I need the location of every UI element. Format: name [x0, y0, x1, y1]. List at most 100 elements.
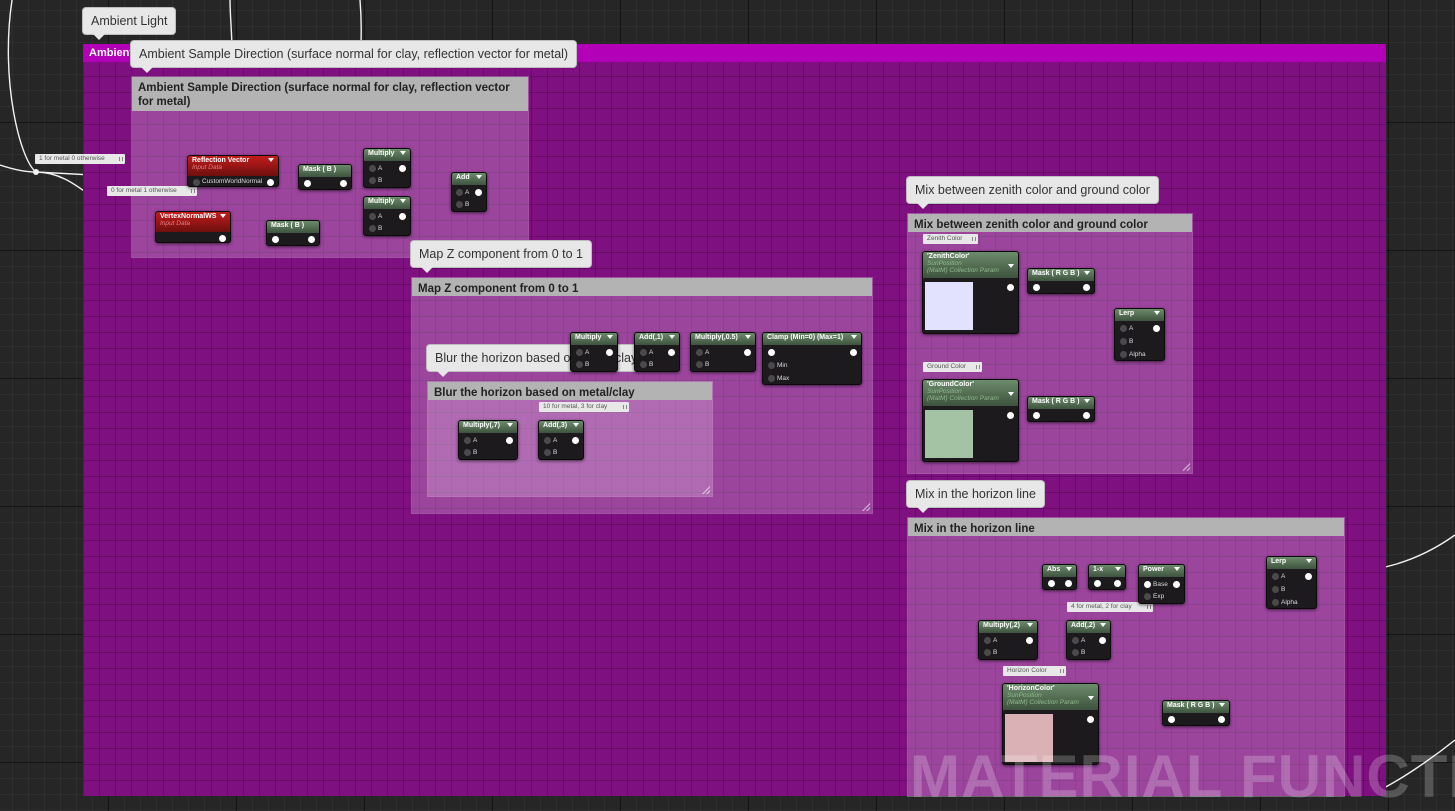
- output-pin[interactable]: [308, 236, 315, 243]
- ambient-light-bubble[interactable]: Ambient Light: [83, 8, 176, 40]
- chevron-down-icon[interactable]: [1066, 567, 1072, 571]
- zenith-color-param-node[interactable]: 'ZenithColor'SunPosition(MatM) Collectio…: [922, 251, 1019, 334]
- input-pin[interactable]: [984, 649, 991, 656]
- horizon-color-tag[interactable]: Horizon Color: [1003, 666, 1066, 676]
- input-pin[interactable]: [369, 225, 376, 232]
- input-pin[interactable]: [464, 449, 471, 456]
- output-pin[interactable]: [1305, 573, 1312, 580]
- input-pin[interactable]: [640, 349, 647, 356]
- chevron-down-icon[interactable]: [1306, 559, 1312, 563]
- resize-grip-icon[interactable]: [702, 486, 710, 494]
- mix-horizon-bubble[interactable]: Mix in the horizon line: [907, 481, 1044, 513]
- chevron-down-icon[interactable]: [669, 335, 675, 339]
- output-pin[interactable]: [744, 349, 751, 356]
- input-pin[interactable]: [1033, 412, 1040, 419]
- output-pin[interactable]: [850, 349, 857, 356]
- ground-color-param-node[interactable]: 'GroundColor'SunPosition(MatM) Collectio…: [922, 379, 1019, 462]
- output-pin[interactable]: [475, 189, 482, 196]
- add-2-node[interactable]: Add(,2) A B: [1066, 620, 1111, 660]
- four-for-metal-tag[interactable]: 4 for metal, 2 for clay: [1067, 602, 1153, 612]
- chevron-down-icon[interactable]: [1174, 567, 1180, 571]
- output-pin[interactable]: [219, 235, 226, 242]
- input-pin[interactable]: [1144, 581, 1151, 588]
- zenith-color-tag[interactable]: Zenith Color: [923, 234, 978, 244]
- output-pin[interactable]: [1218, 716, 1225, 723]
- resize-grip-icon[interactable]: [862, 503, 870, 511]
- input-pin[interactable]: [1033, 284, 1040, 291]
- mix-zenith-bubble[interactable]: Mix between zenith color and ground colo…: [907, 177, 1158, 209]
- multiply-7-node[interactable]: Multiply(,7) A B: [458, 420, 518, 460]
- output-pin[interactable]: [1099, 637, 1106, 644]
- input-pin[interactable]: [1072, 637, 1079, 644]
- multiply-node[interactable]: Multiply A B: [363, 148, 411, 188]
- output-pin[interactable]: [1087, 716, 1094, 723]
- chevron-down-icon[interactable]: [220, 214, 226, 218]
- input-pin[interactable]: [576, 349, 583, 356]
- output-pin[interactable]: [340, 180, 347, 187]
- input-pin[interactable]: [1272, 573, 1279, 580]
- chevron-down-icon[interactable]: [400, 151, 406, 155]
- horizon-color-param-node[interactable]: 'HorizonColor'SunPosition(MatM) Collecti…: [1002, 683, 1099, 765]
- input-pin[interactable]: [544, 449, 551, 456]
- chevron-down-icon[interactable]: [400, 199, 406, 203]
- input-pin[interactable]: [1120, 351, 1127, 358]
- output-pin[interactable]: [1083, 284, 1090, 291]
- output-pin[interactable]: [1007, 412, 1014, 419]
- mask-b-node[interactable]: Mask ( B ): [266, 220, 320, 246]
- chevron-down-icon[interactable]: [268, 158, 274, 162]
- add-node[interactable]: Add A B: [451, 172, 487, 212]
- metal-1-tag[interactable]: 0 for metal 1 otherwise: [107, 186, 197, 196]
- input-pin[interactable]: [304, 180, 311, 187]
- input-pin[interactable]: [193, 179, 200, 186]
- input-pin[interactable]: [456, 201, 463, 208]
- chevron-up-icon[interactable]: [1008, 392, 1014, 396]
- input-pin[interactable]: [696, 361, 703, 368]
- output-pin[interactable]: [399, 213, 406, 220]
- input-pin[interactable]: [984, 637, 991, 644]
- chevron-down-icon[interactable]: [851, 335, 857, 339]
- output-pin[interactable]: [572, 437, 579, 444]
- output-pin[interactable]: [606, 349, 613, 356]
- input-pin[interactable]: [768, 362, 775, 369]
- input-pin[interactable]: [369, 177, 376, 184]
- metal-0-tag[interactable]: 1 for metal 0 otherwise: [35, 154, 125, 164]
- chevron-down-icon[interactable]: [573, 423, 579, 427]
- chevron-down-icon[interactable]: [1084, 399, 1090, 403]
- output-pin[interactable]: [668, 349, 675, 356]
- multiply-node[interactable]: Multiply A B: [570, 332, 618, 372]
- multiply-node[interactable]: Multiply A B: [363, 196, 411, 236]
- input-pin[interactable]: [696, 349, 703, 356]
- multiply-2-node[interactable]: Multiply(,2) A B: [978, 620, 1038, 660]
- output-pin[interactable]: [1083, 412, 1090, 419]
- output-pin[interactable]: [399, 165, 406, 172]
- input-pin[interactable]: [464, 437, 471, 444]
- input-pin[interactable]: [1272, 599, 1279, 606]
- output-pin[interactable]: [267, 179, 274, 186]
- input-pin[interactable]: [1120, 338, 1127, 345]
- add-1-node[interactable]: Add(,1) A B: [634, 332, 680, 372]
- input-pin[interactable]: [1094, 580, 1101, 587]
- output-pin[interactable]: [1007, 284, 1014, 291]
- input-pin[interactable]: [544, 437, 551, 444]
- chevron-up-icon[interactable]: [1008, 264, 1014, 268]
- chevron-down-icon[interactable]: [1084, 271, 1090, 275]
- resize-grip-icon[interactable]: [1182, 463, 1190, 471]
- chevron-down-icon[interactable]: [745, 335, 751, 339]
- input-pin[interactable]: [1120, 325, 1127, 332]
- input-pin[interactable]: [1272, 586, 1279, 593]
- input-pin[interactable]: [1048, 580, 1055, 587]
- input-pin[interactable]: [768, 375, 775, 382]
- clamp-node[interactable]: Clamp (Min=0) (Max=1) Min Max: [762, 332, 862, 385]
- mask-rgb-node[interactable]: Mask ( R G B ): [1027, 268, 1095, 294]
- output-pin[interactable]: [1065, 580, 1072, 587]
- input-pin[interactable]: [1144, 593, 1151, 600]
- abs-node[interactable]: Abs: [1042, 564, 1077, 590]
- input-pin[interactable]: [456, 189, 463, 196]
- chevron-down-icon[interactable]: [1219, 703, 1225, 707]
- chevron-down-icon[interactable]: [1100, 623, 1106, 627]
- mask-b-node[interactable]: Mask ( B ): [298, 164, 352, 190]
- multiply-05-node[interactable]: Multiply(,0.5) A B: [690, 332, 756, 372]
- input-pin[interactable]: [1168, 716, 1175, 723]
